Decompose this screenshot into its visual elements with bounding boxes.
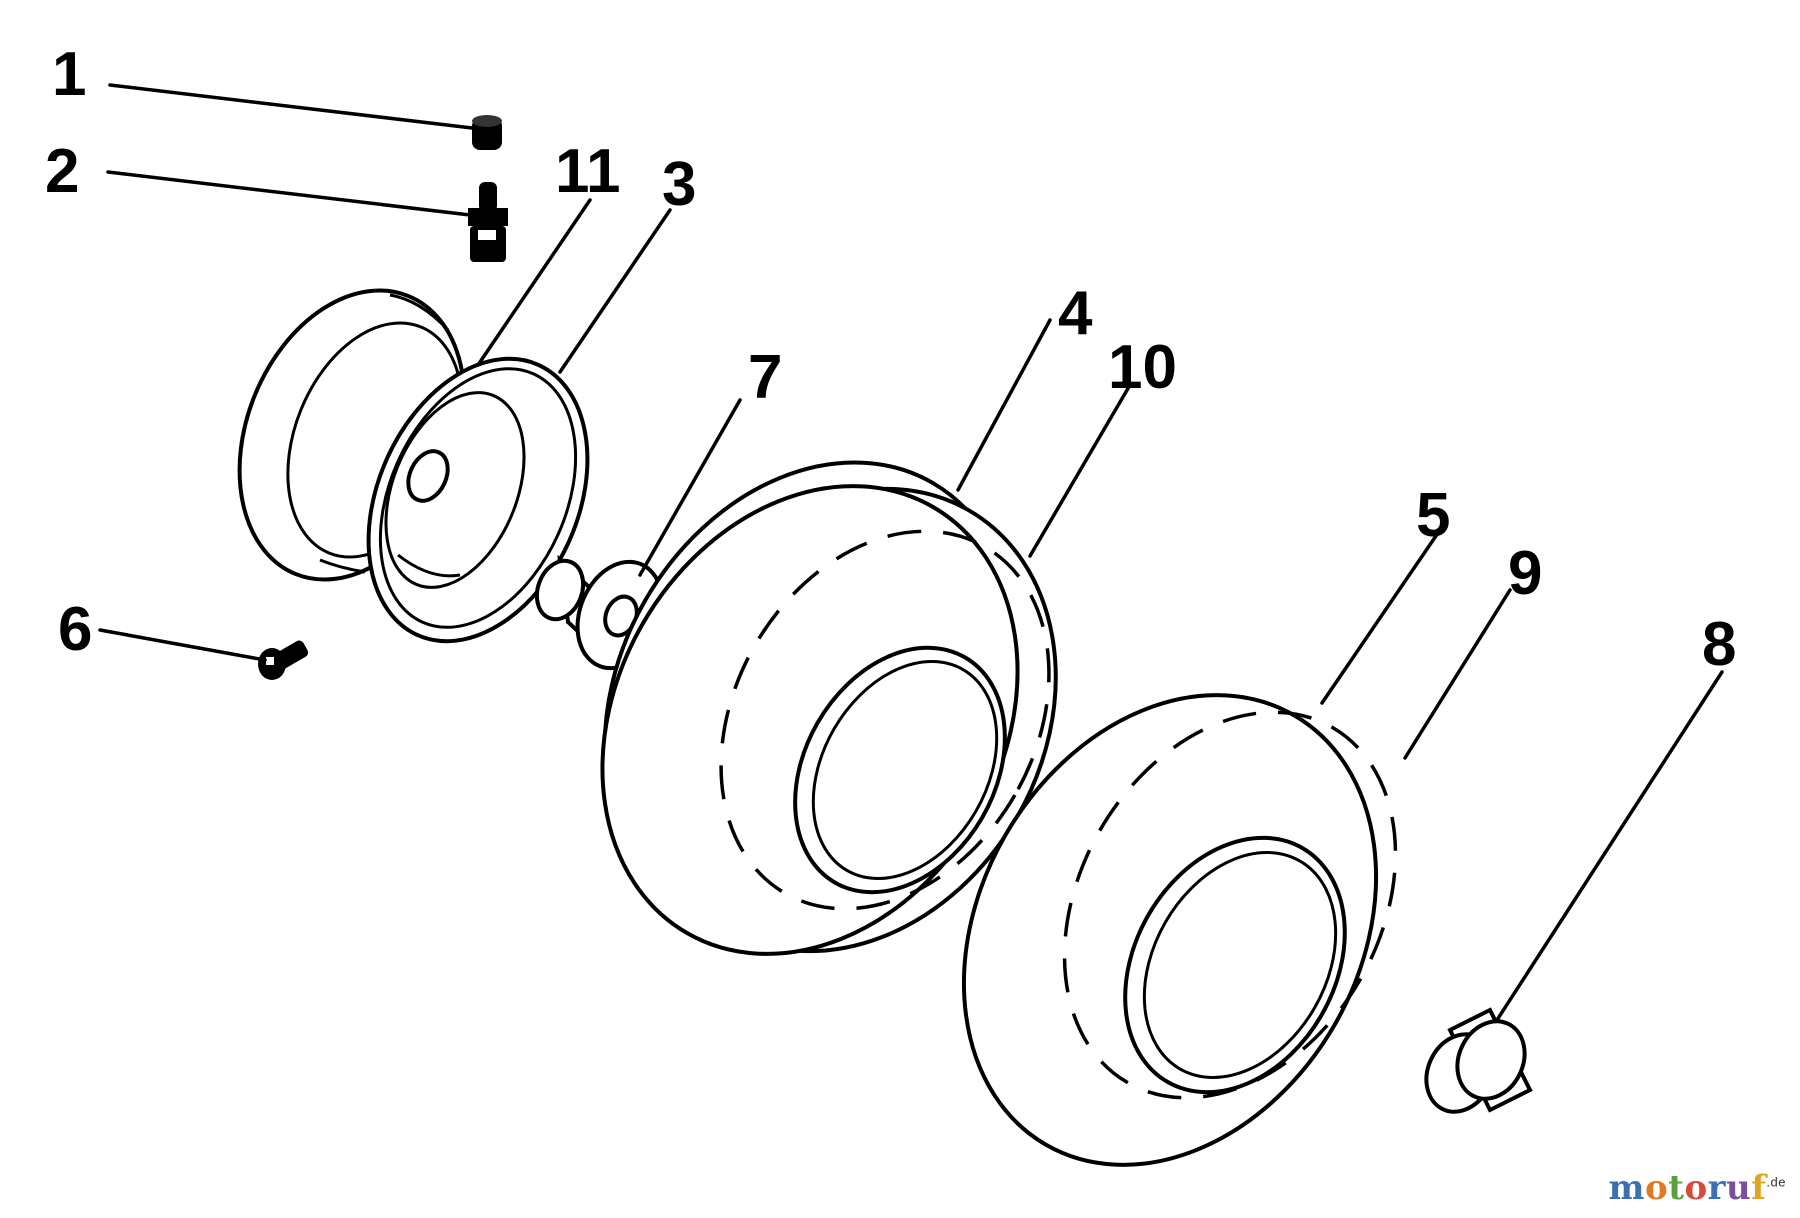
leader-lines bbox=[98, 83, 1724, 1022]
callout-1: 1 bbox=[52, 40, 86, 109]
callout-2: 2 bbox=[45, 137, 79, 206]
part-2-valve-stem bbox=[468, 182, 508, 262]
callout-9: 9 bbox=[1508, 539, 1542, 608]
callout-labels: 1 2 11 3 7 4 10 5 9 8 6 bbox=[45, 40, 1736, 679]
watermark-letter: u bbox=[1726, 1168, 1752, 1208]
watermark-letter: o bbox=[1684, 1168, 1708, 1208]
tire-5 bbox=[961, 693, 1398, 1167]
watermark-suffix: .de bbox=[1766, 1174, 1786, 1190]
watermark-letter: t bbox=[1668, 1168, 1685, 1208]
watermark-logo: motoruf.de bbox=[1609, 1168, 1786, 1208]
part-6-screw bbox=[258, 640, 309, 680]
part-8-bushing bbox=[1424, 1007, 1533, 1114]
tire-4 bbox=[600, 460, 1058, 956]
callout-11: 11 bbox=[555, 137, 621, 206]
watermark-letter: m bbox=[1608, 1168, 1646, 1208]
callout-5: 5 bbox=[1416, 481, 1450, 550]
callout-3: 3 bbox=[662, 150, 696, 219]
watermark-letter: o bbox=[1645, 1168, 1669, 1208]
wheel-rim bbox=[237, 288, 590, 644]
callout-7: 7 bbox=[748, 343, 782, 412]
part-1-valve-cap bbox=[472, 115, 502, 150]
callout-8: 8 bbox=[1702, 610, 1736, 679]
callout-6: 6 bbox=[58, 595, 92, 664]
watermark-letter: r bbox=[1707, 1168, 1727, 1208]
callout-10: 10 bbox=[1108, 333, 1177, 402]
watermark-letter: f bbox=[1751, 1168, 1767, 1208]
callout-4: 4 bbox=[1058, 279, 1093, 348]
